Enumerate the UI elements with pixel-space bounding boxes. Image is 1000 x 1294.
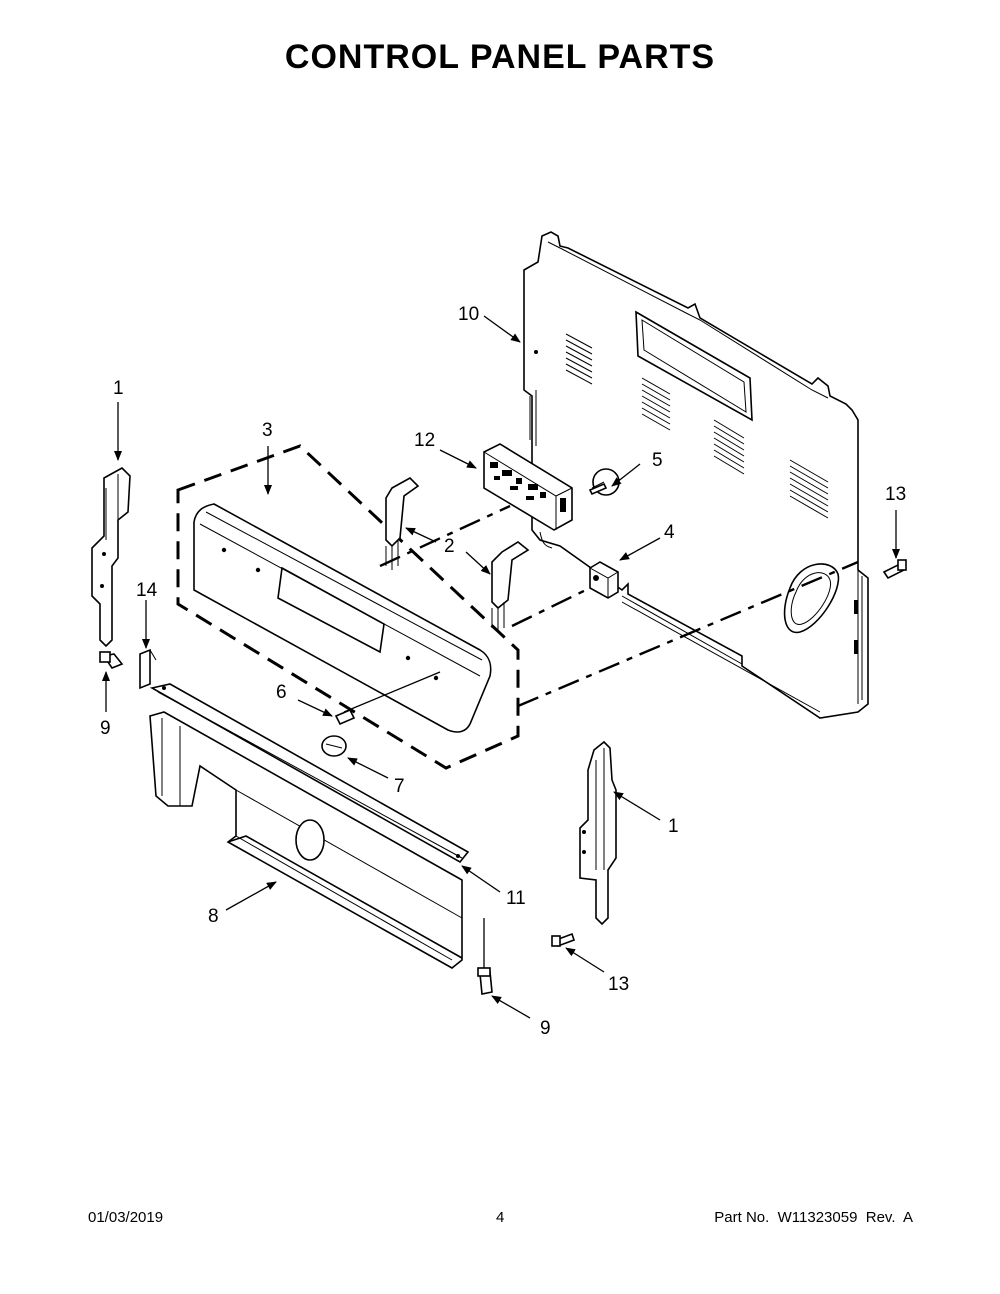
callout-1-left: 1	[113, 378, 124, 399]
side-trim-left	[91, 467, 131, 648]
lower-panel	[149, 711, 463, 969]
callout-11: 11	[506, 888, 526, 909]
callout-13-bottom: 13	[608, 974, 629, 995]
screw-left	[99, 651, 124, 669]
clip	[139, 648, 157, 690]
knob	[321, 735, 347, 757]
assembly-alignment-line-3	[511, 586, 591, 628]
callout-6: 6	[276, 682, 287, 703]
assembly-alignment-line-2	[379, 504, 511, 568]
console-panel	[193, 503, 492, 733]
callout-3: 3	[262, 420, 273, 441]
callout-2: 2	[444, 536, 455, 557]
callout-12: 12	[414, 430, 435, 451]
footer-part-number: Part No. W11323059 Rev. A	[714, 1209, 913, 1226]
console-assembly-outline	[176, 444, 520, 770]
callout-labels: 1 14 9 3 12 10 5 2 4 13 6 7 1 11 8 13 9	[100, 304, 906, 1039]
screw-bottom	[477, 967, 493, 995]
side-trim-right	[579, 740, 617, 926]
footer-date: 01/03/2019	[88, 1209, 164, 1226]
assembly-alignment-line	[517, 560, 859, 708]
front-rail	[149, 683, 470, 864]
screw-right	[882, 559, 907, 580]
callout-7: 7	[394, 776, 405, 797]
footer-page-number: 4	[496, 1209, 505, 1226]
callout-4: 4	[664, 522, 675, 543]
callout-14: 14	[136, 580, 158, 601]
callout-13-right: 13	[885, 484, 906, 505]
page-title: CONTROL PANEL PARTS	[284, 38, 716, 76]
end-cap-trim	[385, 477, 530, 632]
callout-8: 8	[208, 906, 219, 927]
screw-bottom-right	[551, 932, 576, 948]
terminal-block	[589, 561, 619, 599]
callout-5: 5	[652, 450, 663, 471]
callout-9-left: 9	[100, 718, 111, 739]
callout-9-bottom: 9	[540, 1018, 551, 1039]
callout-1-right: 1	[668, 816, 679, 837]
electronic-control-board	[483, 443, 573, 549]
callout-10: 10	[458, 304, 479, 325]
rear-panel-bracket	[523, 231, 869, 719]
leader-lines	[102, 315, 900, 1019]
control-screw	[588, 468, 620, 496]
